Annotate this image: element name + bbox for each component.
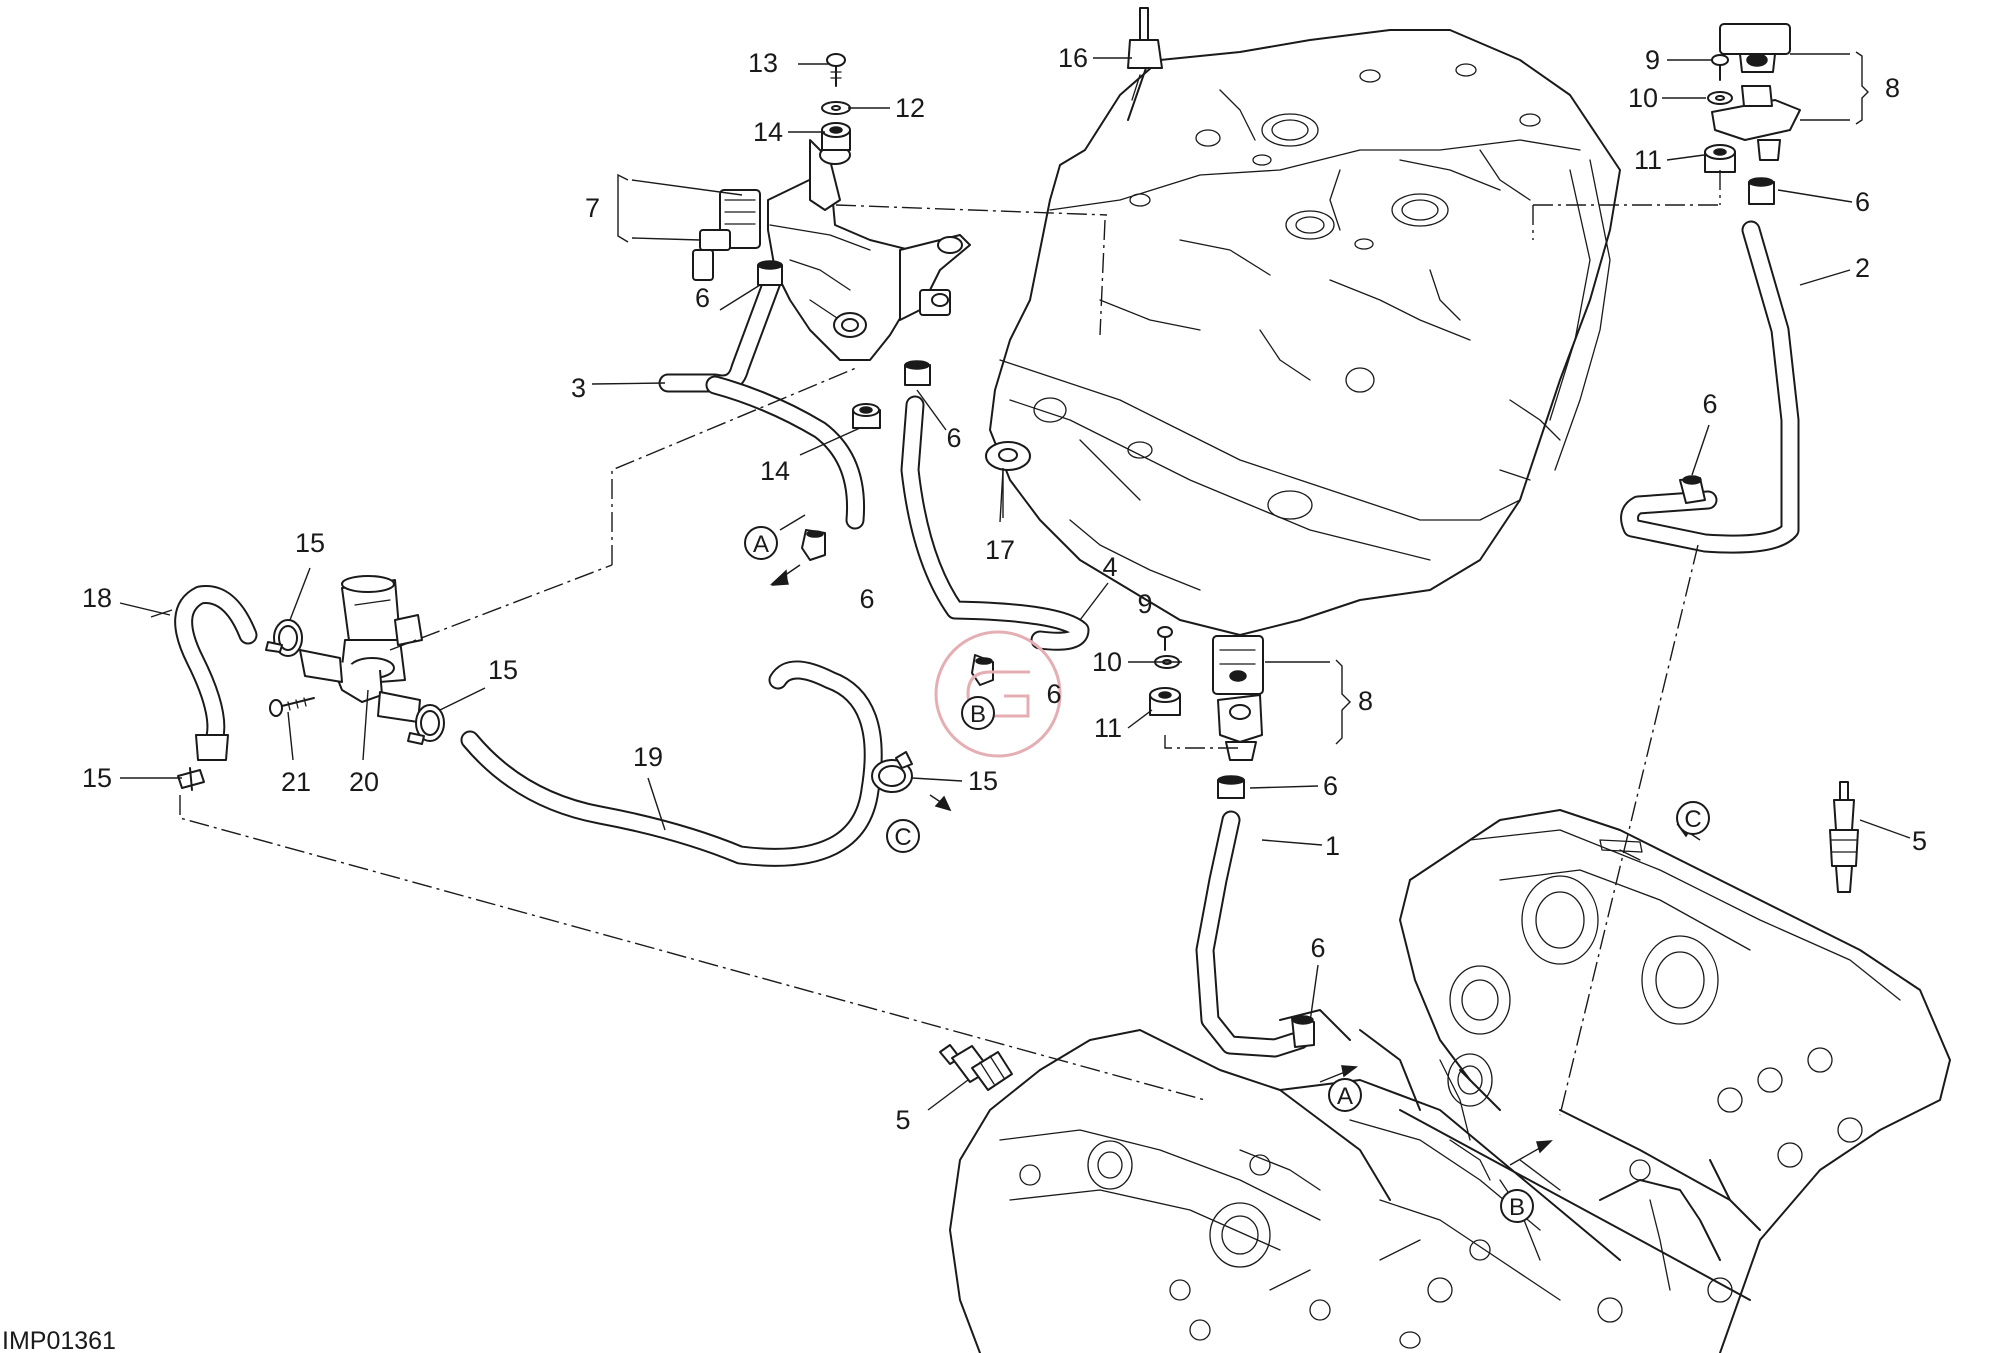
reference-circle-C-1: C xyxy=(886,819,920,853)
callout-labels: 13 12 14 7 6 3 14 6 17 6 4 6 16 9 10 11 … xyxy=(82,43,1927,1135)
callout-6-a: 6 xyxy=(695,283,710,313)
screw-21 xyxy=(269,697,315,717)
hose-19 xyxy=(460,660,883,867)
cable-tie-16 xyxy=(1127,7,1163,121)
assembly-lines xyxy=(179,170,1721,1116)
svg-text:B: B xyxy=(970,701,986,728)
leader-lines xyxy=(119,51,1911,1111)
airbox-cover xyxy=(989,29,1621,636)
grommet-11-top xyxy=(1704,144,1736,173)
clamp-6-c xyxy=(801,529,826,561)
spark-plug-5-left xyxy=(939,1044,1013,1091)
callout-4: 4 xyxy=(1102,552,1117,582)
sensor-8-middle xyxy=(1212,635,1264,761)
callout-13: 13 xyxy=(748,48,778,78)
sensor-8-top xyxy=(1711,23,1801,161)
hose-clamp-15-c xyxy=(177,767,205,791)
air-valve-20 xyxy=(299,575,423,723)
callout-7: 7 xyxy=(585,193,600,223)
callout-6-g: 6 xyxy=(1323,771,1338,801)
bolt-13 xyxy=(826,53,846,87)
callout-18: 18 xyxy=(82,583,112,613)
clamp-6-h xyxy=(1291,1015,1315,1048)
callout-6-h: 6 xyxy=(1310,933,1325,963)
clamp-6-e xyxy=(1748,177,1775,205)
callout-5-left: 5 xyxy=(895,1105,910,1135)
bolt-9-top xyxy=(1711,54,1729,81)
callout-15-c: 15 xyxy=(82,763,112,793)
callout-10-middle: 10 xyxy=(1092,647,1122,677)
clamp-6-a xyxy=(757,260,783,286)
washer-10-top xyxy=(1707,91,1733,105)
bolt-9-middle xyxy=(1157,626,1173,651)
callout-6-c: 6 xyxy=(859,584,874,614)
clamp-6-f xyxy=(1679,475,1706,504)
grommet-11-middle xyxy=(1149,687,1181,716)
grommet-17 xyxy=(985,441,1031,518)
hose-clamp-15-d xyxy=(871,751,913,793)
reference-circle-B-1: B xyxy=(961,696,995,730)
callout-17: 17 xyxy=(985,535,1015,565)
callout-5-right: 5 xyxy=(1912,826,1927,856)
reference-arrows xyxy=(769,514,1701,1166)
callout-9-middle: 9 xyxy=(1137,589,1152,619)
bracket-assembly xyxy=(692,139,971,361)
engine-cylinder-heads xyxy=(949,809,1951,1353)
watermark-logo xyxy=(934,630,1062,758)
rubber-mount-14-top xyxy=(821,122,851,151)
callout-15-a: 15 xyxy=(295,528,325,558)
hose-18 xyxy=(174,585,258,761)
reference-circle-A-2: A xyxy=(1328,1078,1362,1112)
reference-circle-C-2: C xyxy=(1676,801,1710,835)
hose-clamp-15-b xyxy=(407,704,445,745)
callout-6-b: 6 xyxy=(946,423,961,453)
svg-text:B: B xyxy=(1509,1194,1525,1221)
svg-text:A: A xyxy=(1337,1083,1353,1110)
callout-19: 19 xyxy=(633,742,663,772)
drawing-code: IMP01361 xyxy=(2,1327,116,1353)
svg-text:C: C xyxy=(894,824,911,851)
hose-2 xyxy=(1620,220,1800,554)
callout-10-top: 10 xyxy=(1628,83,1658,113)
callout-14-bottom: 14 xyxy=(760,456,790,486)
hose-4 xyxy=(900,395,1090,651)
clamp-6-g xyxy=(1217,775,1245,799)
callout-21: 21 xyxy=(281,767,311,797)
callout-6-f: 6 xyxy=(1702,389,1717,419)
callout-6-d: 6 xyxy=(1046,679,1061,709)
callout-2: 2 xyxy=(1855,253,1870,283)
clamp-6-b xyxy=(904,360,931,386)
callout-1: 1 xyxy=(1325,831,1340,861)
washer-12 xyxy=(821,101,851,115)
reference-circle-B-2: B xyxy=(1500,1189,1534,1223)
callout-14-top: 14 xyxy=(753,117,783,147)
callout-15-b: 15 xyxy=(488,655,518,685)
clamp-6-d xyxy=(971,654,994,686)
callout-3: 3 xyxy=(571,373,586,403)
callout-11-middle: 11 xyxy=(1094,713,1122,743)
callout-16: 16 xyxy=(1058,43,1088,73)
rubber-mount-14-bottom xyxy=(852,403,881,429)
reference-circle-A-1: A xyxy=(744,526,778,560)
callout-15-d: 15 xyxy=(968,766,998,796)
callout-6-e: 6 xyxy=(1855,187,1870,217)
hose-1 xyxy=(1195,810,1310,1058)
callout-12: 12 xyxy=(895,93,925,123)
callout-20: 20 xyxy=(349,767,379,797)
hose-clamp-15-a xyxy=(265,619,303,657)
svg-text:A: A xyxy=(753,531,769,558)
callout-8-middle: 8 xyxy=(1358,686,1373,716)
hose-3 xyxy=(658,272,866,530)
callout-11-top: 11 xyxy=(1634,145,1662,175)
spark-plug-5-right xyxy=(1829,781,1859,893)
svg-text:C: C xyxy=(1684,806,1701,833)
callout-8-top: 8 xyxy=(1885,73,1900,103)
callout-9-top: 9 xyxy=(1645,45,1660,75)
